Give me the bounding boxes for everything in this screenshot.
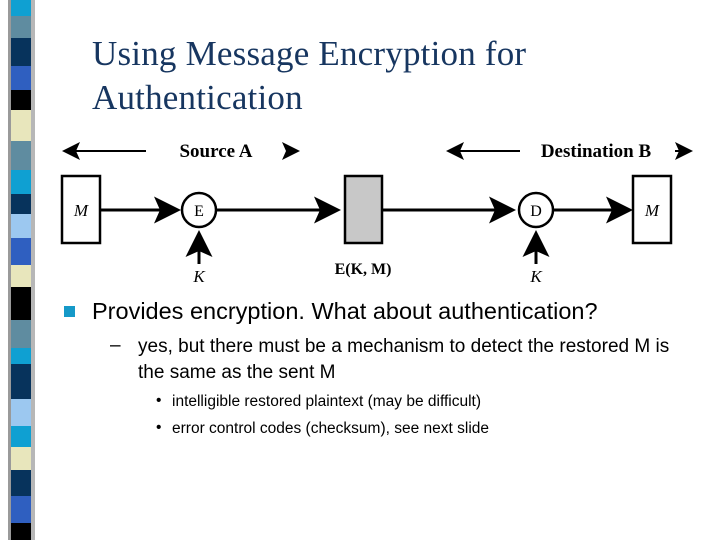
encrypt-node-label: E <box>194 203 204 220</box>
bullet-level3-item: • error control codes (checksum), see ne… <box>62 417 682 440</box>
destination-message-label: M <box>644 201 660 220</box>
bullet-level3-text: intelligible restored plaintext (may be … <box>172 393 482 410</box>
slide-body: Provides encryption. What about authenti… <box>62 296 682 440</box>
bullet-level1-text: Provides encryption. What about authenti… <box>92 298 598 324</box>
stripe-block-4 <box>11 89 31 110</box>
dash-bullet-icon: – <box>110 335 121 356</box>
stripe-block-0 <box>11 0 31 17</box>
stripe-block-19 <box>11 470 31 496</box>
stripe-color-blocks <box>11 0 31 540</box>
dot-bullet-icon: • <box>156 419 162 436</box>
bullet-level2-item: – yes, but there must be a mechanism to … <box>62 334 682 386</box>
bullet-level3-item: • intelligible restored plaintext (may b… <box>62 390 682 413</box>
slide-title-line-2: Authentication <box>92 78 303 117</box>
stripe-block-12 <box>11 287 31 321</box>
stripe-block-17 <box>11 426 31 447</box>
decrypt-key-label: K <box>529 267 543 284</box>
dot-bullet-icon: • <box>156 392 162 409</box>
stripe-block-20 <box>11 495 31 524</box>
stripe-block-2 <box>11 38 31 66</box>
encryption-flow-svg: Source A Destination B M E K E(K, M) <box>60 141 693 284</box>
stripe-block-14 <box>11 347 31 365</box>
stripe-block-10 <box>11 237 31 266</box>
bullet-level2-text: yes, but there must be a mechanism to de… <box>138 336 670 383</box>
destination-b-label: Destination B <box>541 141 652 162</box>
slide-title-line-1: Using Message Encryption for <box>92 34 527 73</box>
stripe-block-5 <box>11 109 31 141</box>
encrypt-key-label: K <box>192 267 206 284</box>
stripe-block-21 <box>11 523 31 540</box>
square-bullet-icon <box>64 306 75 317</box>
slide-title: Using Message Encryption for Authenticat… <box>92 32 672 120</box>
stripe-block-16 <box>11 398 31 427</box>
stripe-block-13 <box>11 320 31 348</box>
stripe-block-9 <box>11 214 31 238</box>
stripe-block-15 <box>11 364 31 399</box>
stripe-edge <box>31 0 35 540</box>
stripe-block-8 <box>11 194 31 215</box>
source-a-label: Source A <box>179 141 252 162</box>
source-message-label: M <box>73 201 89 220</box>
stripe-block-6 <box>11 140 31 171</box>
stripe-block-1 <box>11 16 31 39</box>
ciphertext-label: E(K, M) <box>335 261 392 278</box>
ciphertext-box <box>343 174 384 245</box>
stripe-block-7 <box>11 170 31 194</box>
stripe-block-11 <box>11 265 31 288</box>
bullet-level1-item: Provides encryption. What about authenti… <box>62 296 682 327</box>
decrypt-node-label: D <box>530 203 542 220</box>
bullet-level3-text: error control codes (checksum), see next… <box>172 420 490 437</box>
stripe-block-18 <box>11 446 31 471</box>
destination-message-box <box>631 174 673 245</box>
stripe-block-3 <box>11 65 31 90</box>
slide-decoration-stripe <box>0 0 46 540</box>
diagram-container: Source A Destination B M E K E(K, M) <box>50 132 705 284</box>
